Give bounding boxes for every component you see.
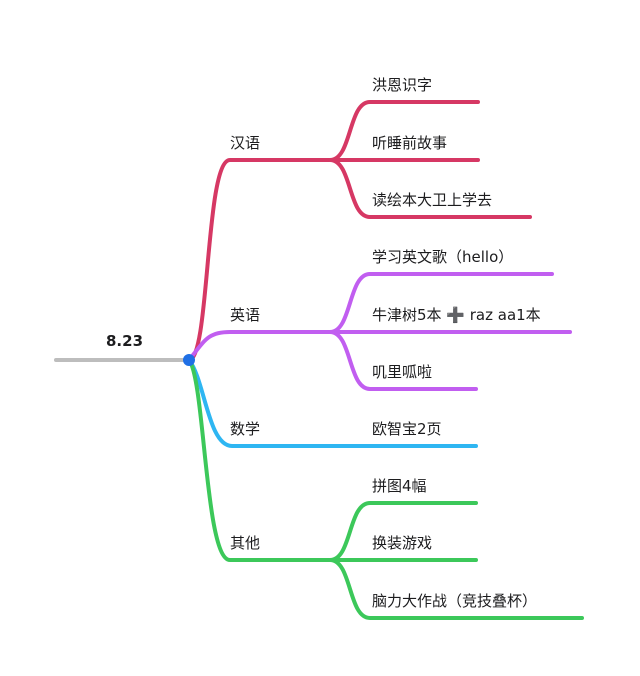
branch-label-english[interactable]: 英语 — [230, 306, 260, 324]
root-node-dot[interactable] — [183, 354, 195, 366]
leaf-label[interactable]: 脑力大作战（竞技叠杯） — [372, 592, 537, 610]
leaf-label[interactable]: 听睡前故事 — [372, 134, 447, 152]
branch-label-other[interactable]: 其他 — [230, 534, 260, 552]
leaf-label[interactable]: 拼图4幅 — [372, 477, 427, 495]
branch-connector — [187, 330, 332, 362]
branch-label-chinese[interactable]: 汉语 — [230, 134, 260, 152]
leaf-connector — [328, 158, 532, 219]
leaf-label[interactable]: 叽里呱啦 — [372, 363, 432, 381]
leaf-label[interactable]: 欧智宝2页 — [372, 420, 442, 438]
leaf-label[interactable]: 洪恩识字 — [372, 76, 432, 94]
leaf-connector — [328, 100, 480, 162]
leaf-connector — [328, 501, 478, 562]
branch-label-math[interactable]: 数学 — [230, 420, 260, 438]
leaf-connector — [328, 272, 554, 334]
branch-math: 数学 欧智宝2页 — [187, 358, 478, 448]
leaf-label[interactable]: 换装游戏 — [372, 534, 432, 552]
root-topic-label[interactable]: 8.23 — [106, 332, 143, 350]
leaf-connector — [328, 558, 584, 620]
leaf-connector — [328, 330, 478, 391]
branch-english: 英语 学习英文歌（hello） 牛津树5本 ➕ raz aa1本 叽里呱啦 — [187, 248, 572, 391]
branch-connector — [187, 358, 332, 562]
leaf-label[interactable]: 学习英文歌（hello） — [372, 248, 513, 266]
branch-other: 其他 拼图4幅 换装游戏 脑力大作战（竞技叠杯） — [187, 358, 584, 620]
leaf-label[interactable]: 牛津树5本 ➕ raz aa1本 — [372, 306, 541, 324]
leaf-label[interactable]: 读绘本大卫上学去 — [372, 191, 492, 209]
